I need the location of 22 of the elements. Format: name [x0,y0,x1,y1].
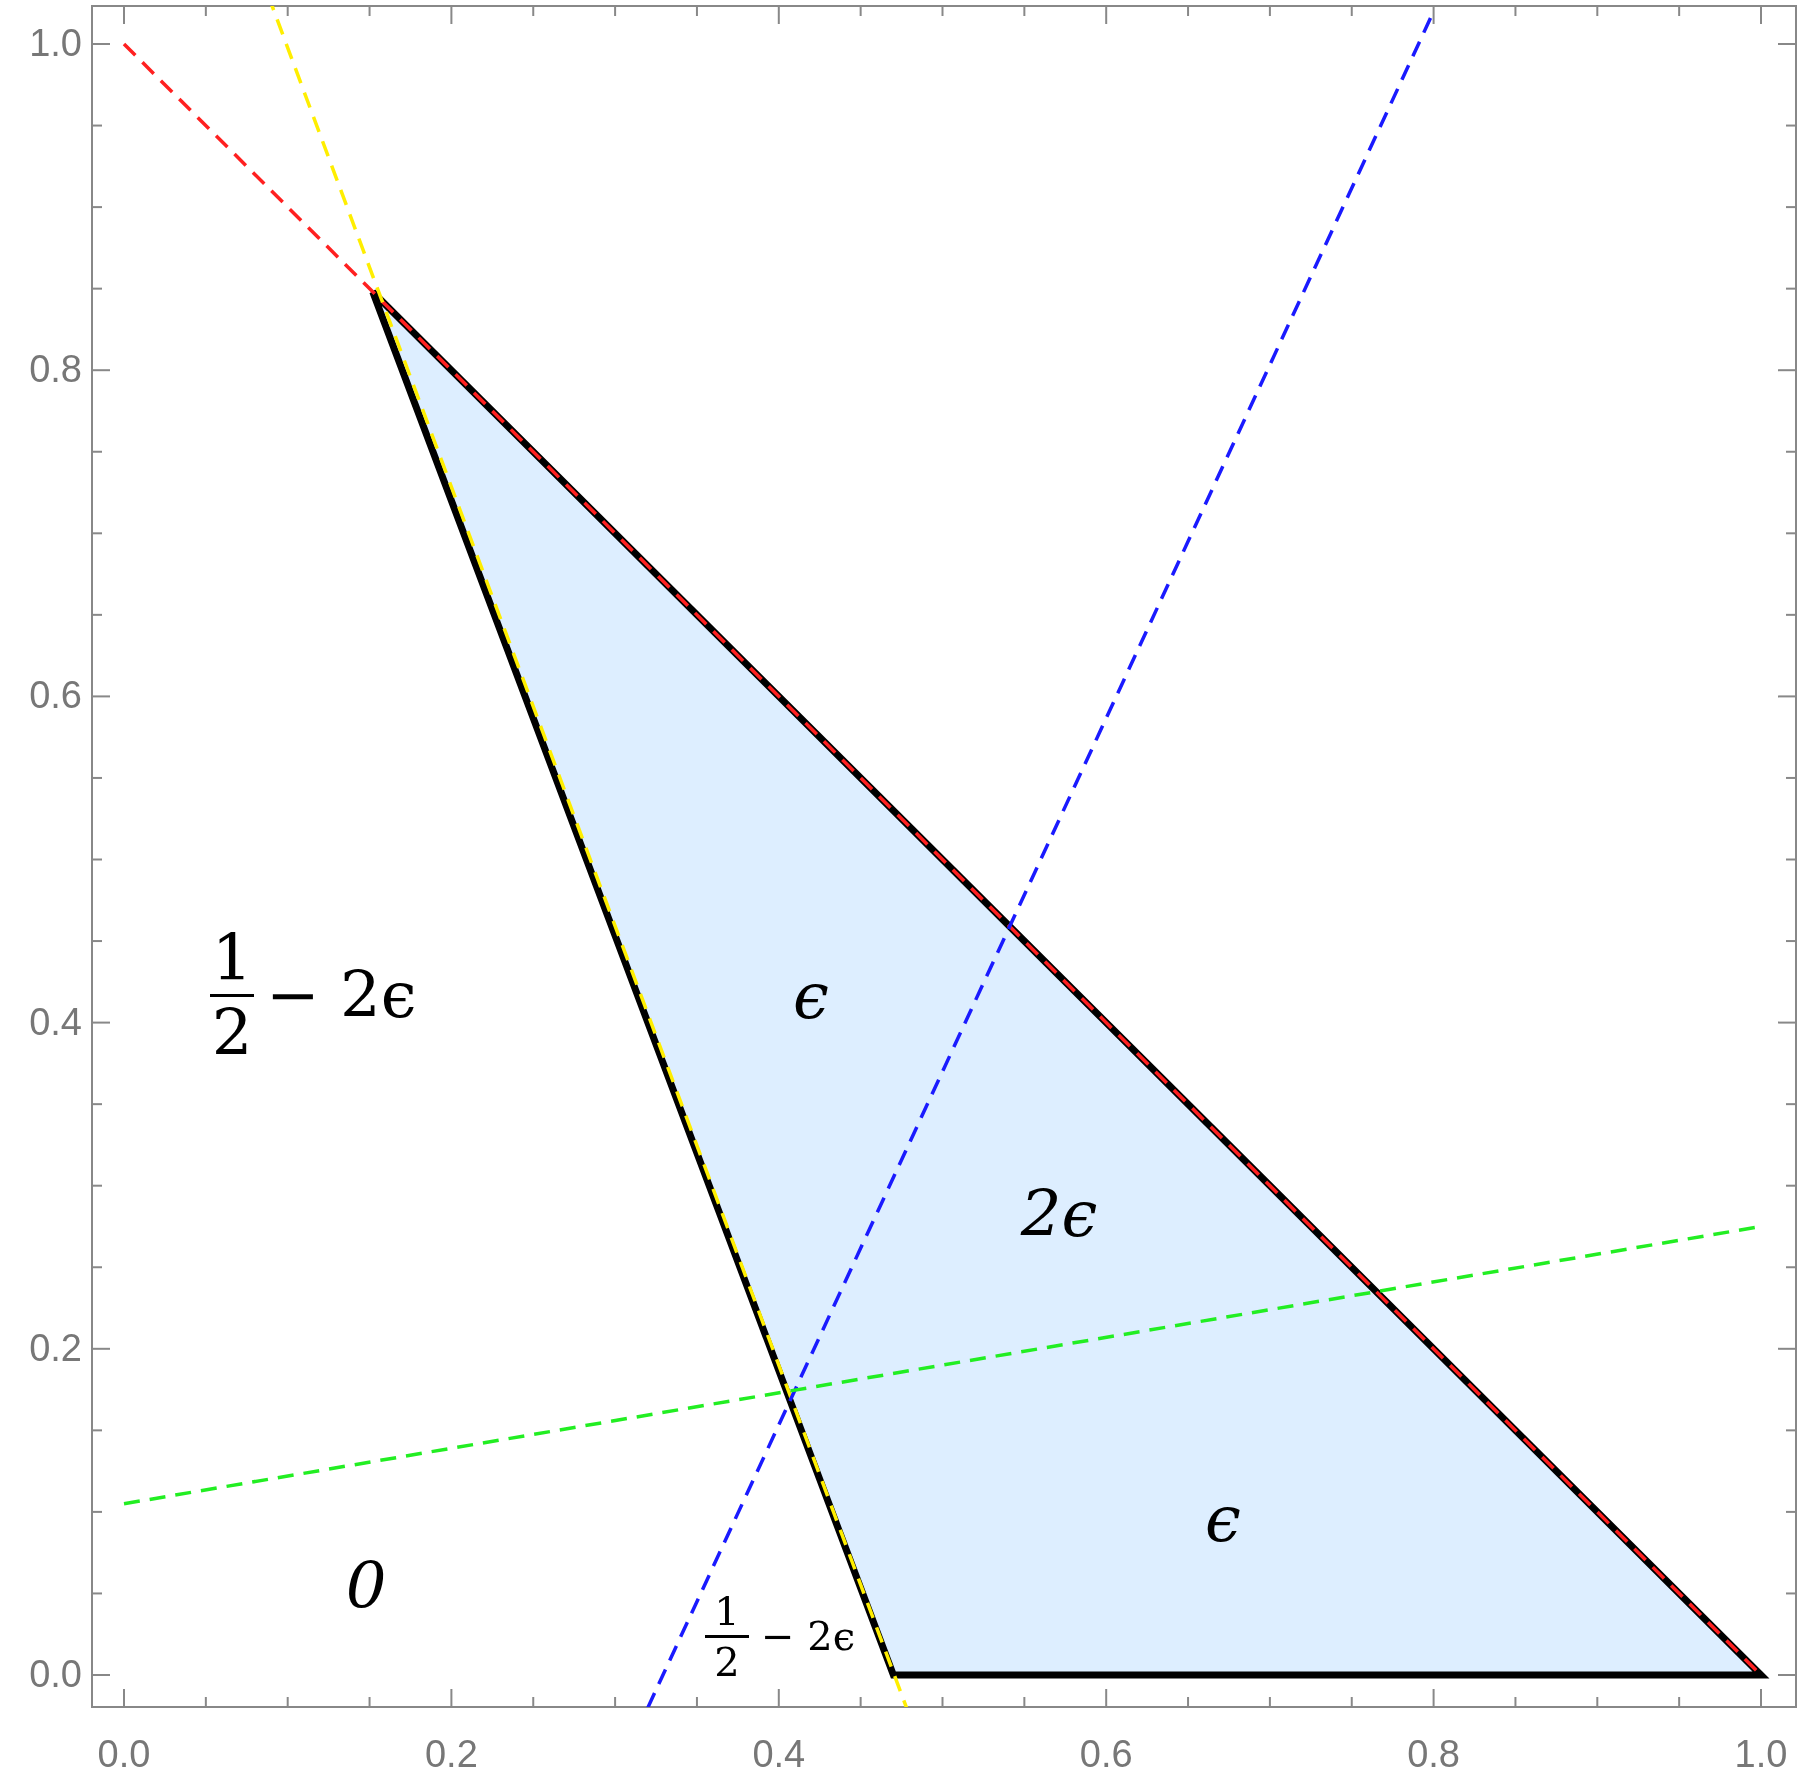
tick-label: 0.2 [423,1735,479,1773]
tick-label: 0.6 [28,676,82,715]
tick-label: 0.8 [28,350,82,389]
tick-label: 1.0 [1733,1735,1789,1773]
region-label: ϵ [1205,1487,1241,1551]
region-label: 2ϵ [1020,1182,1098,1246]
tick-label: 0.4 [28,1002,82,1041]
tick-label: 0.8 [1406,1735,1461,1773]
region-label: − 2ϵ [266,963,417,1027]
region-label: 0 [345,1554,387,1618]
tick-label: 0.0 [28,1655,82,1693]
tick-label: 0.4 [751,1735,807,1773]
tick-label: 0.0 [96,1735,152,1773]
fraction-numerator: 1 [714,1590,740,1631]
region-label: − 2ϵ [761,1616,856,1656]
fraction-denominator: 2 [714,1641,740,1682]
region-label: ϵ [793,964,829,1028]
fraction-numerator: 1 [211,925,253,990]
tick-label: 0.6 [1078,1735,1134,1773]
fraction-denominator: 2 [211,1000,253,1065]
tick-label: 0.2 [28,1328,82,1367]
tick-label: 1.0 [28,24,82,62]
